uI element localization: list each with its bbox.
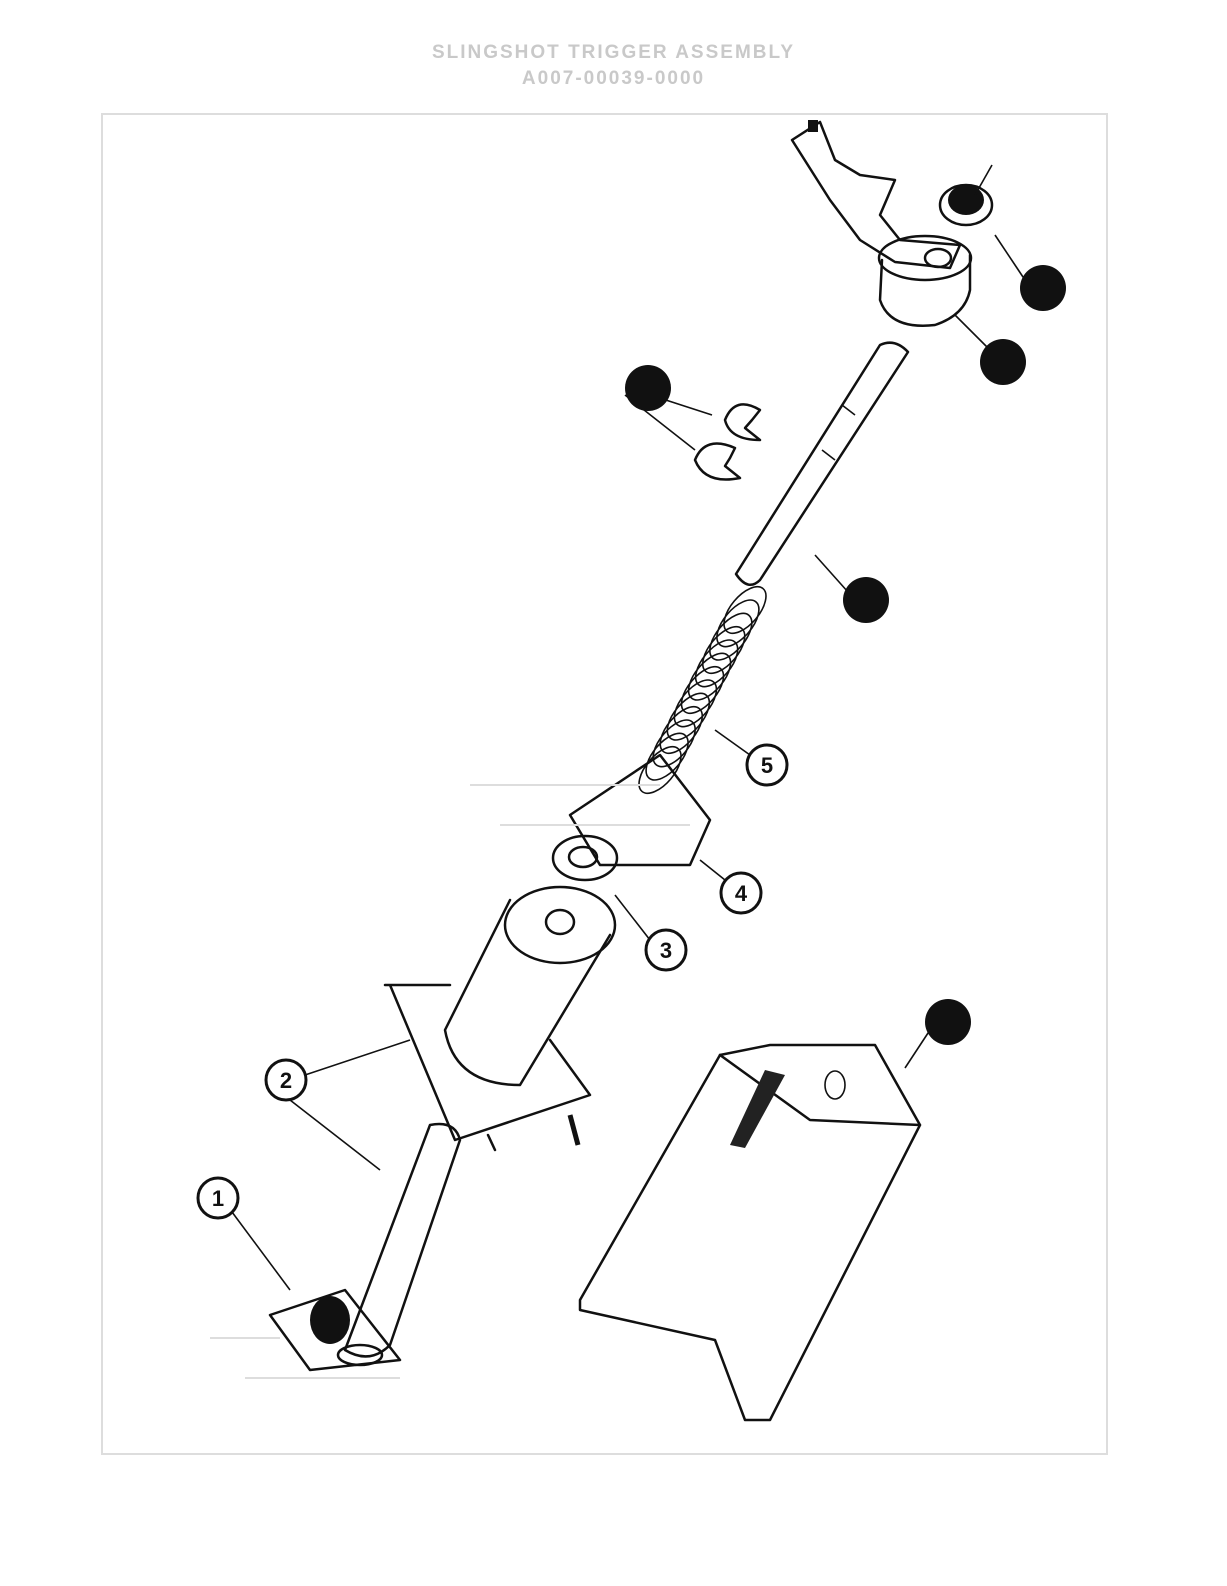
- part-number: A007-00039-0000: [521, 68, 706, 89]
- spring-coil: [694, 639, 739, 688]
- callout-dark: [980, 339, 1026, 385]
- svg-text:1: 1: [212, 1186, 224, 1211]
- svg-text:3: 3: [660, 938, 672, 963]
- spring-coil: [673, 679, 718, 728]
- svg-text:5: 5: [761, 753, 773, 778]
- callout-2: 2: [264, 1058, 308, 1102]
- trigger-lever: [790, 120, 962, 270]
- spring-coil: [716, 599, 760, 648]
- spring-coil: [659, 705, 704, 755]
- spring-coil: [645, 732, 689, 781]
- callout-dark: [625, 365, 671, 411]
- spring-coil: [652, 719, 696, 768]
- svg-text:4: 4: [735, 881, 748, 906]
- bushing: [877, 234, 973, 327]
- spring: [638, 585, 767, 795]
- callout-4: 4: [719, 871, 763, 915]
- plunger: [336, 1122, 462, 1367]
- spring-coil: [709, 612, 753, 661]
- svg-text:2: 2: [280, 1068, 292, 1093]
- shaft: [734, 341, 910, 587]
- callout-dark: [925, 999, 971, 1045]
- e-clips: [693, 403, 762, 481]
- callout-dark: [843, 577, 889, 623]
- callout-1: 1: [196, 1176, 240, 1220]
- spring-coil: [723, 585, 767, 635]
- coil: [383, 885, 617, 1152]
- callout-dark: [1020, 265, 1066, 311]
- mounting-bracket: [578, 1043, 922, 1422]
- nut: [938, 164, 994, 227]
- callout-5: 5: [745, 743, 789, 787]
- spring-coil: [680, 665, 725, 715]
- bracket: [470, 753, 712, 867]
- spring-coil: [701, 625, 746, 675]
- spring-coil: [666, 692, 711, 741]
- callout-3: 3: [644, 928, 688, 972]
- stop-plate: [210, 1288, 402, 1379]
- washer: [551, 834, 619, 882]
- drawing-frame: [101, 113, 1108, 1455]
- drawing-title: SLINGSHOT TRIGGER ASSEMBLY: [431, 42, 796, 63]
- spring-coil: [687, 652, 732, 701]
